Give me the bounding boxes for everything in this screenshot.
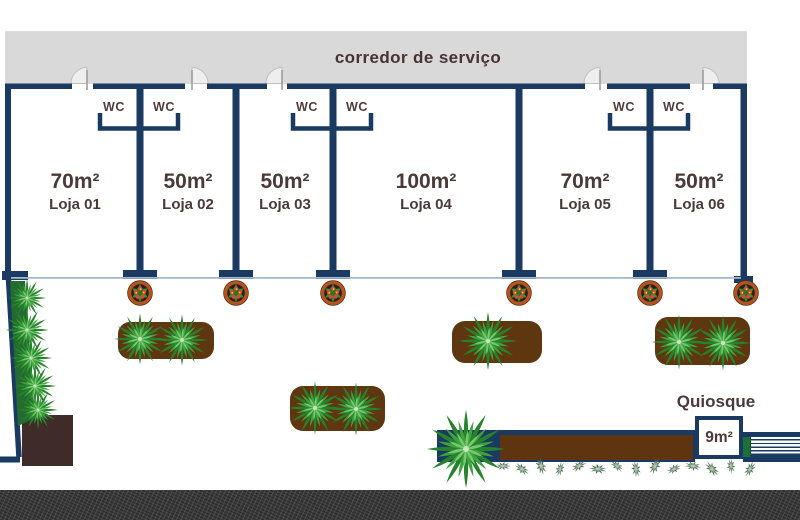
- hedge-icon: [744, 461, 756, 477]
- wc-label: WC: [345, 100, 369, 114]
- walls: [0, 83, 753, 463]
- wc-label: WC: [295, 100, 319, 114]
- flower-pot-icon: [320, 280, 346, 306]
- striped-deck: [743, 432, 800, 462]
- flower-pot-icon: [506, 280, 532, 306]
- wc-label: WC: [152, 100, 176, 114]
- diagonal-boundary-wall: [5, 278, 22, 458]
- palm-plant-icon: [114, 313, 166, 365]
- shop-area: 50m²: [163, 170, 213, 193]
- corridor-title: corredor de serviço: [334, 48, 502, 67]
- shop-area: 50m²: [260, 170, 310, 193]
- shop-name: Loja 06: [673, 196, 725, 213]
- shop-label-loja-06: 50m² Loja 06: [634, 169, 764, 214]
- palm-plant-icon: [459, 312, 517, 370]
- shop-name: Loja 02: [162, 196, 214, 213]
- kiosk-area: 9m²: [705, 428, 733, 446]
- palm-plant-icon: [9, 336, 53, 380]
- street-pavement: [0, 490, 800, 520]
- palm-plant-icon: [156, 314, 208, 366]
- hedge-icon: [589, 464, 607, 474]
- palm-plant-icon: [651, 314, 707, 370]
- garden-bed: [10, 281, 35, 426]
- palm-plant-icon: [7, 278, 47, 318]
- palm-plant-icon: [329, 382, 383, 436]
- hedge-icon: [514, 463, 529, 476]
- flower-pot-icon: [733, 280, 759, 306]
- shop-label-loja-05: 70m² Loja 05: [520, 169, 650, 214]
- storefront-line: [11, 277, 741, 279]
- shop-label-loja-03: 50m² Loja 03: [220, 169, 350, 214]
- shop-label-loja-04: 100m² Loja 04: [361, 169, 491, 214]
- hedge-icon: [495, 461, 511, 471]
- shop-area: 50m²: [674, 170, 724, 193]
- palm-plant-icon: [5, 308, 49, 352]
- shop-label-loja-02: 50m² Loja 02: [123, 169, 253, 214]
- hedge-icon: [726, 458, 736, 474]
- shop-name: Loja 03: [259, 196, 311, 213]
- shop-name: Loja 01: [49, 196, 101, 213]
- kiosk-title: Quiosque: [676, 392, 756, 411]
- kiosk-counter-top: [500, 435, 693, 460]
- shop-area: 100m²: [395, 170, 457, 193]
- hedge-icon: [631, 460, 641, 477]
- wc-partition: [97, 113, 691, 131]
- wc-label: WC: [612, 100, 636, 114]
- corner-planter: [22, 415, 73, 466]
- shop-name: Loja 05: [559, 196, 611, 213]
- planter-box: [118, 317, 750, 431]
- shop-name: Loja 04: [400, 196, 452, 213]
- palm-plant-icon: [695, 315, 751, 371]
- palm-plant-icon: [13, 364, 57, 408]
- hedge-icon: [704, 461, 720, 477]
- service-corridor-band: [5, 31, 747, 84]
- flower-pot-icon: [637, 280, 663, 306]
- shop-area: 70m²: [50, 170, 100, 193]
- kiosk-box: 9m²: [695, 416, 743, 459]
- wc-label: WC: [102, 100, 126, 114]
- flower-pot-icon: [223, 280, 249, 306]
- deck-green-strip: [743, 437, 751, 457]
- wc-label: WC: [662, 100, 686, 114]
- palm-plant-icon: [288, 381, 342, 435]
- hedge-icon: [666, 463, 681, 474]
- shop-label-loja-01: 70m² Loja 01: [10, 169, 140, 214]
- shop-area: 70m²: [560, 170, 610, 193]
- hedge-icon: [555, 461, 565, 477]
- flower-pot-icon: [127, 280, 153, 306]
